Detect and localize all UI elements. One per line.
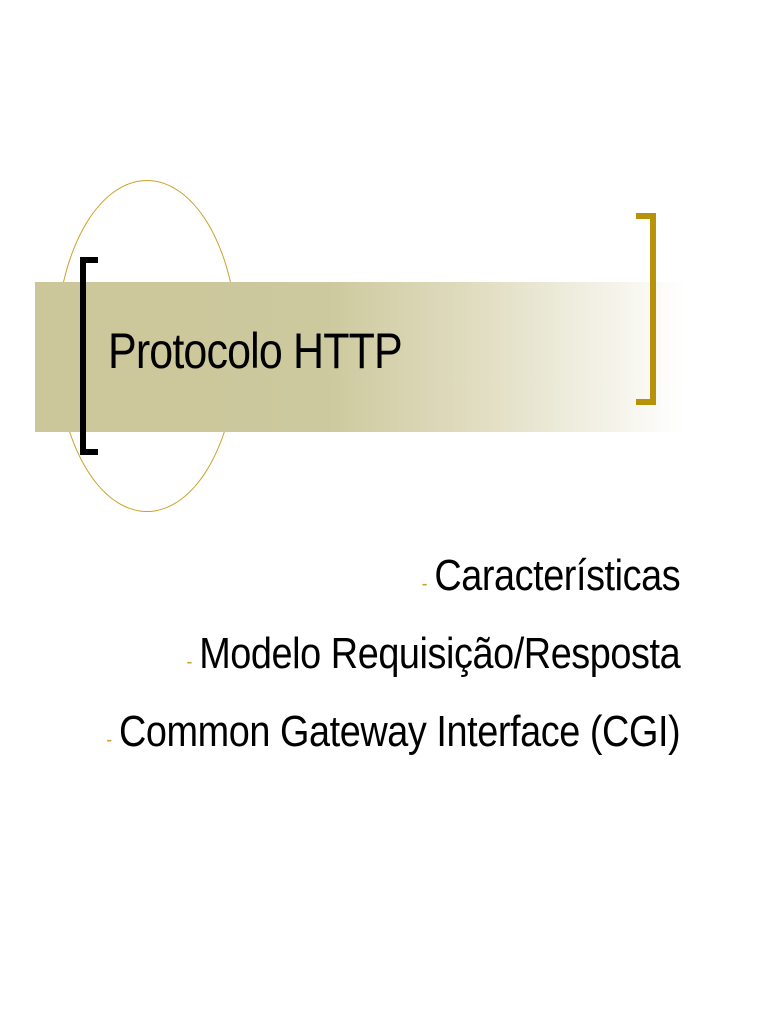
bullet-text: Common Gateway Interface (CGI) xyxy=(118,707,681,756)
bullet-item: -Modelo Requisição/Resposta xyxy=(106,623,680,701)
slide-title: Protocolo HTTP xyxy=(108,323,403,379)
bullet-list: -Características -Modelo Requisição/Resp… xyxy=(13,545,680,779)
right-bracket-decoration xyxy=(636,213,656,405)
bullet-text: Características xyxy=(434,551,680,600)
bullet-item: -Características xyxy=(106,545,680,623)
title-band xyxy=(35,282,685,432)
left-bracket-decoration xyxy=(80,257,98,455)
bullet-item: -Common Gateway Interface (CGI) xyxy=(106,701,680,779)
bullet-marker: - xyxy=(186,651,193,673)
bullet-text: Modelo Requisição/Resposta xyxy=(198,629,680,678)
bullet-marker: - xyxy=(421,573,428,595)
bullet-marker: - xyxy=(106,729,112,751)
